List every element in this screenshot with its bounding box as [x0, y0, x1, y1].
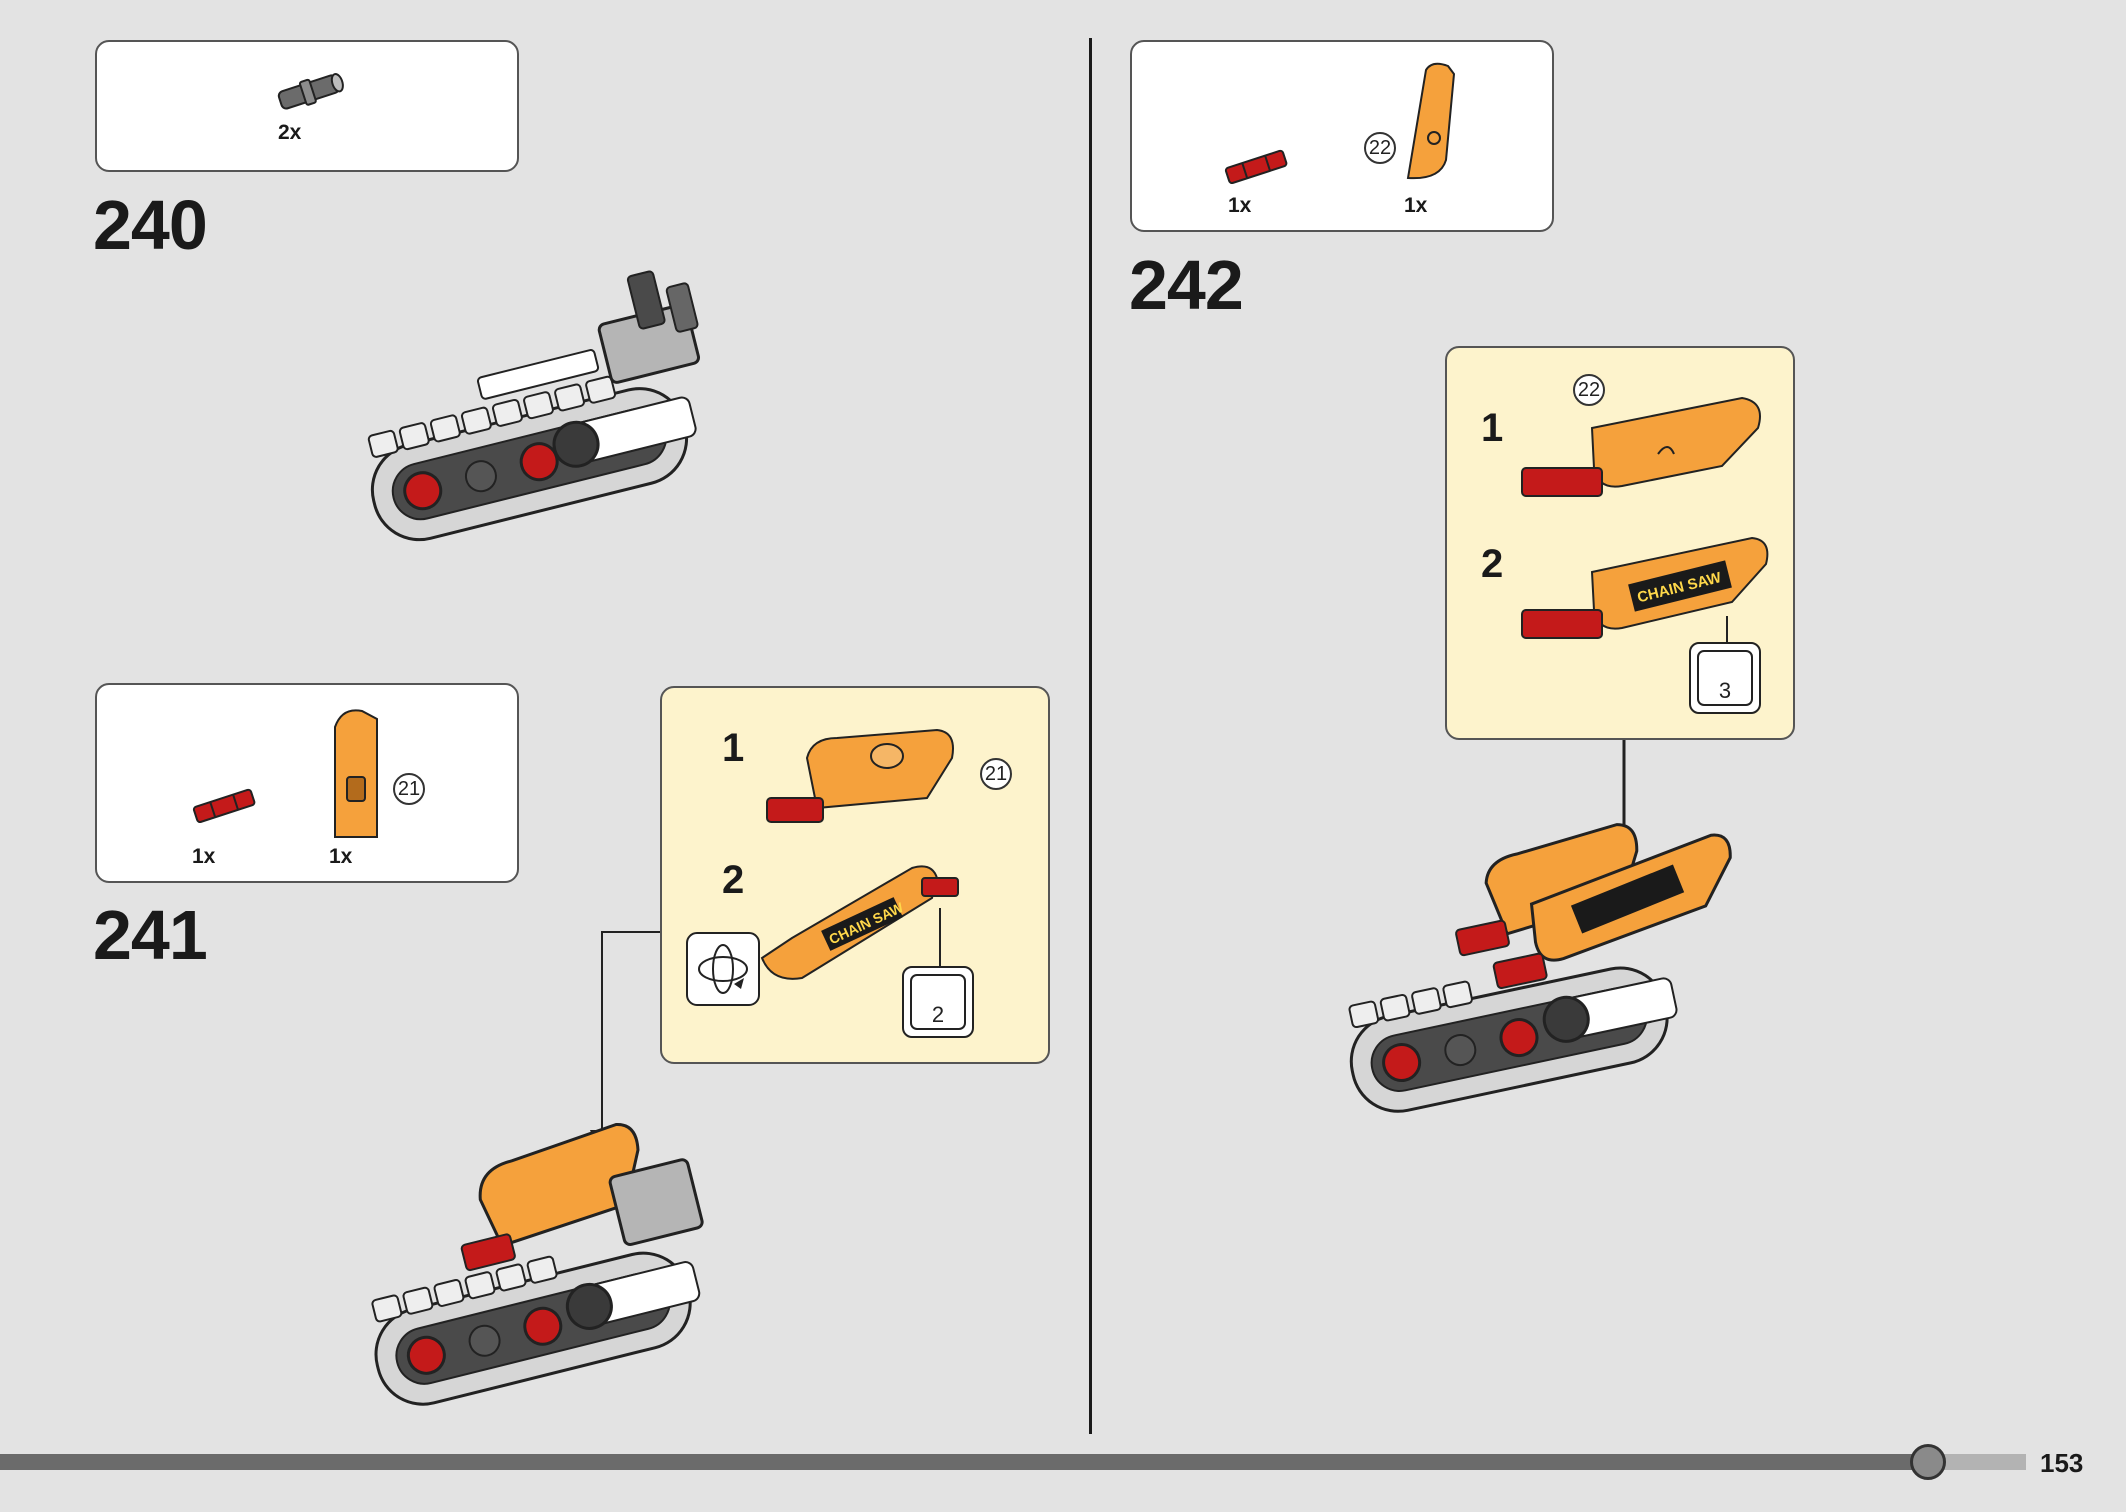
red-axle-icon	[192, 788, 256, 824]
part-qty: 2x	[278, 121, 302, 144]
sticker-leader-line	[939, 908, 941, 968]
substep-callout-22: 22	[1573, 374, 1605, 406]
column-divider	[1089, 38, 1092, 1434]
orange-panel-with-axle-icon	[1521, 396, 1761, 497]
sticker-reference-2: 2	[902, 966, 974, 1038]
progress-knob	[1910, 1444, 1946, 1480]
step-number-241: 241	[93, 896, 208, 974]
step-number-242: 242	[1129, 246, 1244, 324]
substep-number: 1	[722, 726, 745, 770]
orange-panel-icon	[334, 709, 378, 838]
substep-number: 2	[722, 858, 745, 902]
part-qty: 1x	[1228, 194, 1252, 217]
sticker-reference-3: 3	[1689, 642, 1761, 714]
red-axle-icon	[1224, 149, 1288, 185]
model-illustration-241	[371, 1123, 704, 1406]
substep-panel-241: 1 21 2 CHAIN SAW 2	[660, 686, 1050, 1064]
substep-callout-21: 21	[980, 758, 1012, 790]
chainsaw-panel-icon: CHAIN SAW	[760, 865, 959, 980]
chainsaw-panel-icon: CHAIN SAW	[1521, 536, 1769, 639]
page-number: 153	[2040, 1448, 2084, 1478]
substep-number: 1	[1481, 406, 1504, 450]
rotate-model-icon	[686, 932, 760, 1006]
part-callout-21: 21	[393, 773, 425, 805]
step-number-240: 240	[93, 186, 208, 264]
part-qty: 1x	[192, 845, 216, 868]
parts-box-241: 1x 21 1x	[95, 683, 519, 883]
parts-box-240: 2x	[95, 40, 519, 172]
progress-fill	[0, 1454, 1930, 1470]
orange-panel-with-axle-icon	[766, 728, 954, 823]
orange-panel-icon	[1406, 62, 1456, 180]
parts-box-242: 1x 22 1x	[1130, 40, 1554, 232]
substep-number: 2	[1481, 542, 1504, 586]
model-illustration-242	[1348, 823, 1732, 1113]
model-illustration-240	[367, 270, 701, 542]
substep-panel-242: 1 22 2 CHAIN SAW 3	[1445, 346, 1795, 740]
gray-pin-icon	[277, 73, 344, 110]
part-qty: 1x	[1404, 194, 1428, 217]
part-qty: 1x	[329, 845, 353, 868]
part-callout-22: 22	[1364, 132, 1396, 164]
